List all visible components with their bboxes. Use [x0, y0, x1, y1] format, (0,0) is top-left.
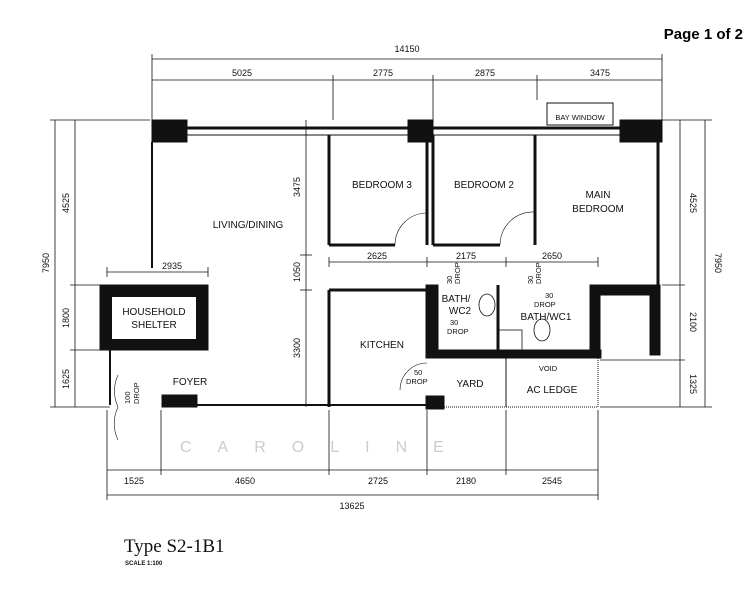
room-bedroom-2: BEDROOM 2 — [454, 180, 514, 191]
dim-mid-h-2: 2175 — [456, 251, 476, 261]
dim-right-1: 4525 — [688, 193, 698, 213]
dim-mid-h-1: 2625 — [367, 251, 387, 261]
room-main-bedroom-line1: MAIN — [586, 190, 611, 201]
dim-mid-v-1: 3475 — [292, 177, 302, 197]
room-foyer: FOYER — [173, 377, 207, 388]
drop-value-entrance: 100 — [123, 391, 132, 404]
drop-value-yard: 50 — [414, 368, 422, 377]
void-label: VOID — [539, 364, 558, 373]
dim-bottom-1: 1525 — [124, 476, 144, 486]
room-main-bedroom-line2: BEDROOM — [572, 204, 624, 215]
dim-top-3: 2875 — [475, 68, 495, 78]
dim-mid-h-3: 2650 — [542, 251, 562, 261]
dim-top-total: 14150 — [394, 44, 419, 54]
drop-label-top-wc1: DROP — [534, 262, 543, 284]
dim-mid-v-3: 3300 — [292, 338, 302, 358]
dim-left-2: 1800 — [61, 308, 71, 328]
plan-type-title: Type S2-1B1 — [124, 536, 225, 557]
drop-value-wc2: 30 — [450, 318, 458, 327]
drop-label-top-wc2: DROP — [453, 262, 462, 284]
dim-mid-v-2: 1050 — [292, 262, 302, 282]
dim-shelter: 2935 — [162, 261, 182, 271]
dim-top-2: 2775 — [373, 68, 393, 78]
room-household-shelter-line1: HOUSEHOLD — [122, 307, 185, 318]
dim-bottom-total: 13625 — [339, 501, 364, 511]
room-bath-wc2-line1: BATH/ — [442, 294, 471, 305]
room-bedroom-3: BEDROOM 3 — [352, 180, 412, 191]
dimension-lines — [50, 54, 712, 500]
dim-bottom-4: 2180 — [456, 476, 476, 486]
dim-left-1: 4525 — [61, 193, 71, 213]
walls — [99, 102, 663, 441]
dim-top-1: 5025 — [232, 68, 252, 78]
dim-right-2: 2100 — [688, 312, 698, 332]
dim-bottom-3: 2725 — [368, 476, 388, 486]
dim-top-4: 3475 — [590, 68, 610, 78]
watermark: CAROLINE — [180, 439, 470, 456]
drop-value-wc1: 30 — [545, 291, 553, 300]
bay-window-label: BAY WINDOW — [555, 113, 605, 122]
room-yard: YARD — [456, 379, 483, 390]
dim-bottom-5: 2545 — [542, 476, 562, 486]
room-kitchen: KITCHEN — [360, 340, 404, 351]
dim-right-3: 1325 — [688, 374, 698, 394]
drop-label-wc1: DROP — [534, 300, 556, 309]
page-indicator: Page 1 of 2 — [663, 26, 743, 43]
room-bath-wc1: BATH/WC1 — [521, 312, 572, 323]
dim-bottom-2: 4650 — [235, 476, 255, 486]
room-living-dining: LIVING/DINING — [213, 220, 284, 231]
drop-label-entrance: DROP — [132, 382, 141, 404]
room-household-shelter-line2: SHELTER — [131, 320, 176, 331]
dim-left-3: 1625 — [61, 369, 71, 389]
plan-scale: SCALE 1:100 — [125, 561, 163, 567]
drop-label-yard: DROP — [406, 377, 428, 386]
dim-right-total: 7950 — [713, 253, 723, 273]
drop-label-wc2: DROP — [447, 327, 469, 336]
room-bath-wc2-line2: WC2 — [449, 306, 472, 317]
room-ac-ledge: AC LEDGE — [527, 385, 578, 396]
drop-value-top-wc2: 30 — [445, 276, 454, 284]
drop-value-top-wc1: 30 — [526, 276, 535, 284]
dim-left-total: 7950 — [41, 253, 51, 273]
